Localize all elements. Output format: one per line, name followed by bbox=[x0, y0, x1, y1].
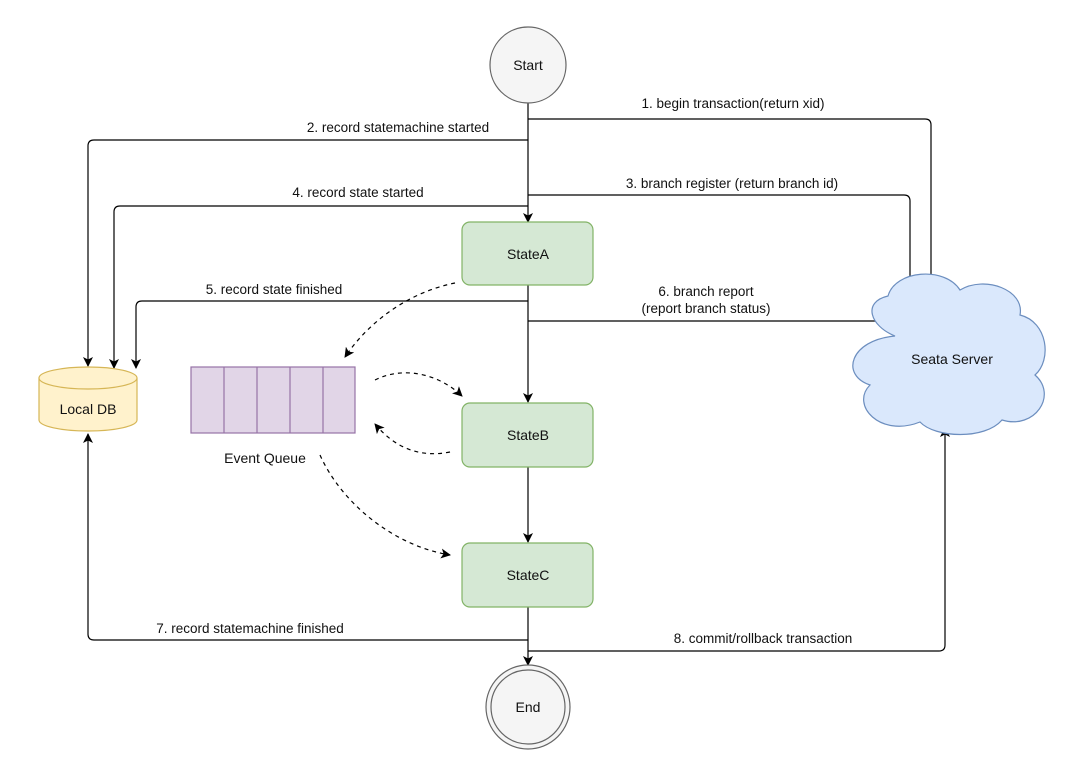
start-node: Start bbox=[489, 26, 567, 104]
edge-stateb-to-queue bbox=[374, 423, 451, 455]
label-record-statemachine-started: 2. record statemachine started bbox=[307, 120, 489, 135]
label-record-statemachine-finished: 7. record statemachine finished bbox=[156, 621, 344, 636]
edge-record-statemachine-finished bbox=[83, 433, 528, 641]
end-label: End bbox=[516, 699, 541, 715]
label-commit-rollback: 8. commit/rollback transaction bbox=[674, 631, 853, 646]
event-queue-node: Event Queue bbox=[190, 366, 356, 466]
state-b-label: StateB bbox=[507, 427, 549, 443]
label-branch-register: 3. branch register (return branch id) bbox=[626, 176, 838, 191]
start-label: Start bbox=[513, 57, 543, 73]
database-icon bbox=[38, 378, 138, 432]
local-db-node: Local DB bbox=[38, 366, 138, 432]
seata-server-label: Seata Server bbox=[911, 351, 993, 367]
edge-queue-to-statec bbox=[319, 454, 451, 559]
seata-server-node: Seata Server bbox=[852, 273, 1046, 436]
state-a-node: StateA bbox=[461, 221, 594, 286]
edge-record-statemachine-started bbox=[83, 139, 528, 367]
edge-record-state-started bbox=[109, 205, 528, 369]
edge-branch-register bbox=[528, 194, 915, 302]
edge-statea-to-queue bbox=[344, 282, 456, 358]
edge-begin-transaction bbox=[528, 118, 936, 294]
state-c-label: StateC bbox=[507, 567, 550, 583]
event-queue-label: Event Queue bbox=[224, 450, 306, 466]
connectors bbox=[83, 103, 950, 666]
edge-commit-rollback bbox=[528, 427, 950, 652]
state-c-node: StateC bbox=[461, 542, 594, 608]
state-a-label: StateA bbox=[507, 246, 550, 262]
label-record-state-finished: 5. record state finished bbox=[206, 282, 343, 297]
label-branch-report-line1: 6. branch report bbox=[658, 284, 754, 299]
local-db-label: Local DB bbox=[60, 401, 117, 417]
label-branch-report-line2: (report branch status) bbox=[641, 301, 770, 316]
edge-queue-to-stateb bbox=[374, 372, 463, 397]
label-record-state-started: 4. record state started bbox=[292, 185, 423, 200]
edge-labels: 1. begin transaction(return xid) 2. reco… bbox=[156, 96, 852, 646]
label-begin-transaction: 1. begin transaction(return xid) bbox=[641, 96, 824, 111]
state-b-node: StateB bbox=[461, 402, 594, 468]
cloud-icon bbox=[852, 273, 1046, 436]
edge-record-state-finished bbox=[131, 300, 528, 369]
end-node: End bbox=[485, 664, 571, 750]
